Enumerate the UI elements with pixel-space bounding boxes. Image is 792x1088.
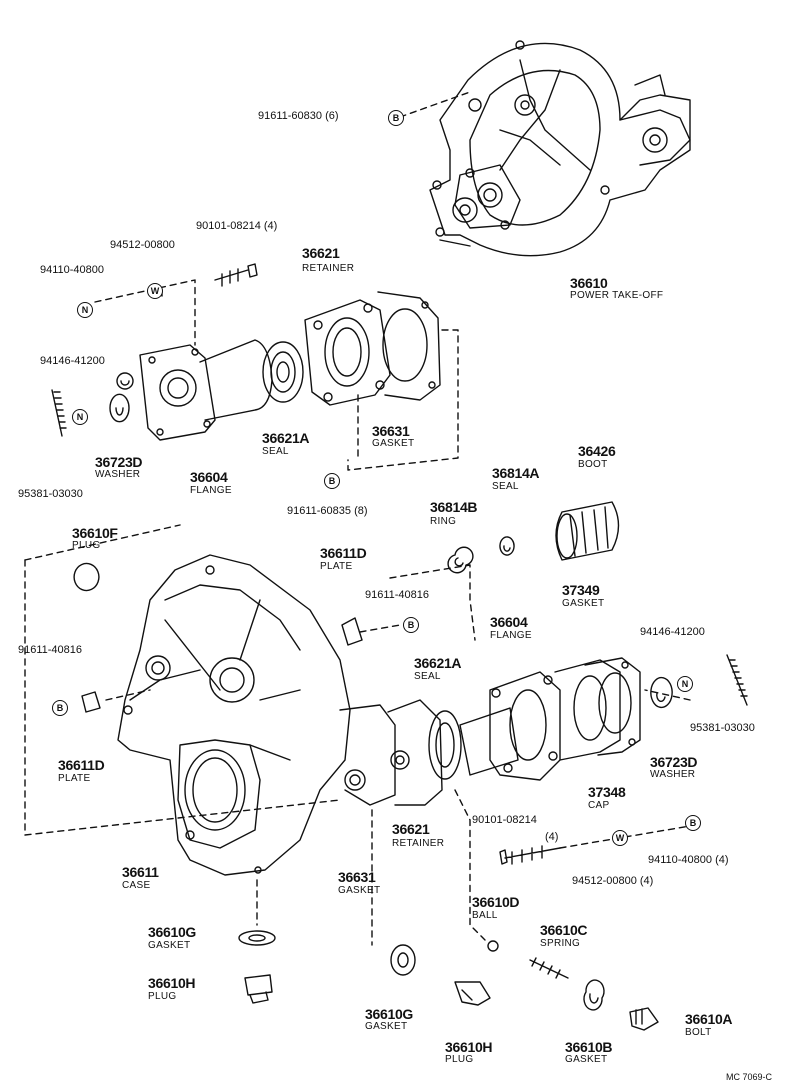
ref-95381-03030-a: 95381-03030	[18, 488, 83, 500]
callout-36723D-left: 36723D	[95, 454, 143, 470]
callout-37348: 37348	[588, 784, 626, 800]
callout-36604-right: 36604	[490, 614, 528, 630]
callout-36610G-left: 36610G	[148, 924, 197, 940]
callout-36723D-right-name: WASHER	[650, 769, 696, 780]
callout-36426: 36426	[578, 443, 616, 459]
callout-36611D-left: 36611D	[58, 757, 105, 773]
ref-90101-08214-a: 90101-08214 (4)	[196, 220, 278, 232]
callout-36631-top: 36631	[372, 423, 410, 439]
b-symbol-2: B	[324, 473, 340, 489]
main-case	[117, 554, 410, 876]
figure-code: MC 7069-C	[726, 1072, 773, 1082]
power-take-off-assembly	[429, 40, 691, 257]
callout-36610G-bottom-name: GASKET	[365, 1021, 408, 1032]
ref-91611-40816-a: 91611-40816	[365, 589, 430, 601]
ref-91611-60830: 91611-60830 (6)	[258, 110, 339, 122]
callout-36610-name: POWER TAKE-OFF	[570, 290, 664, 301]
callout-36814A-name: SEAL	[492, 481, 519, 492]
callout-36621-top-name: RETAINER	[302, 263, 355, 274]
callout-36621A-top: 36621A	[262, 430, 310, 446]
callout-36610: 36610	[570, 275, 608, 291]
callout-37349-name: GASKET	[562, 598, 605, 609]
w-symbol-2: W	[612, 830, 628, 846]
callout-36611: 36611	[122, 864, 159, 880]
guide-lines-lower	[24, 524, 691, 946]
small-parts	[73, 501, 748, 1031]
b-symbol-5: B	[685, 815, 701, 831]
callout-36610A: 36610A	[685, 1011, 733, 1027]
w-symbol-1: W	[147, 283, 163, 299]
guide-lines-upper	[94, 91, 471, 471]
callout-36631-mid-name: GASKET	[338, 885, 381, 896]
b-symbol-1: B	[388, 110, 404, 126]
callout-36621A-mid: 36621A	[414, 655, 462, 671]
callout-36631-top-name: GASKET	[372, 438, 415, 449]
ref-94146-41200-a: 94146-41200	[40, 355, 105, 367]
ref-91611-40816-b: 91611-40816	[18, 644, 83, 656]
ref-95381-03030-b: 95381-03030	[690, 722, 755, 734]
upper-flange-stack	[51, 263, 441, 441]
callout-36723D-left-name: WASHER	[95, 469, 141, 480]
callout-36611D-top-name: PLATE	[320, 561, 353, 572]
callout-36426-name: BOOT	[578, 459, 608, 470]
callout-37348-name: CAP	[588, 800, 610, 811]
callout-36610D-name: BALL	[472, 910, 498, 921]
callout-36611-name: CASE	[122, 880, 151, 891]
callout-36610H-bottom-name: PLUG	[445, 1054, 474, 1065]
callout-37349: 37349	[562, 582, 600, 598]
ref-94512-00800-b: 94512-00800 (4)	[572, 875, 654, 887]
ref-90101-08214-b-qty: (4)	[545, 831, 559, 843]
callout-36610B: 36610B	[565, 1039, 613, 1055]
callout-36621A-top-name: SEAL	[262, 446, 289, 457]
callout-36610G-bottom: 36610G	[365, 1006, 414, 1022]
callout-36723D-right: 36723D	[650, 754, 698, 770]
ref-94110-40800-a: 94110-40800	[40, 264, 105, 276]
callout-36631-mid: 36631	[338, 869, 376, 885]
callout-36610D: 36610D	[472, 894, 520, 910]
b-symbol-3: B	[403, 617, 419, 633]
callout-36604-left-name: FLANGE	[190, 485, 232, 496]
callout-36610F: 36610F	[72, 525, 118, 541]
callout-36621-mid: 36621	[392, 821, 430, 837]
n-symbol-2: N	[72, 409, 88, 425]
callout-36610F-name: PLUG	[72, 540, 101, 551]
ref-94146-41200-b: 94146-41200	[640, 626, 705, 638]
callout-36814A: 36814A	[492, 465, 540, 481]
callout-36621-mid-name: RETAINER	[392, 838, 445, 849]
ref-94512-00800-a: 94512-00800	[110, 239, 175, 251]
ref-90101-08214-b: 90101-08214	[472, 814, 537, 826]
b-symbol-4: B	[52, 700, 68, 716]
middle-retainer-stack	[387, 657, 641, 806]
callout-36610G-left-name: GASKET	[148, 940, 191, 951]
ref-94110-40800-b: 94110-40800 (4)	[648, 854, 729, 866]
callout-36621-top: 36621	[302, 245, 340, 261]
callout-36604-left: 36604	[190, 469, 228, 485]
callout-36604-right-name: FLANGE	[490, 630, 532, 641]
callout-36610B-name: GASKET	[565, 1054, 608, 1065]
callout-36610H-bottom: 36610H	[445, 1039, 493, 1055]
callout-36610H-left: 36610H	[148, 975, 196, 991]
n-symbol-3: N	[677, 676, 693, 692]
callout-36814B-name: RING	[430, 516, 457, 527]
callout-36611D-left-name: PLATE	[58, 773, 91, 784]
callout-36610H-left-name: PLUG	[148, 991, 177, 1002]
callout-36610C-name: SPRING	[540, 938, 581, 949]
callout-36610A-name: BOLT	[685, 1027, 712, 1038]
callout-36814B: 36814B	[430, 499, 478, 515]
callout-36611D-top: 36611D	[320, 545, 367, 561]
callout-36610C: 36610C	[540, 922, 588, 938]
callout-36621A-mid-name: SEAL	[414, 671, 441, 682]
ref-91611-60835: 91611-60835 (8)	[287, 505, 368, 517]
n-symbol-1: N	[77, 302, 93, 318]
